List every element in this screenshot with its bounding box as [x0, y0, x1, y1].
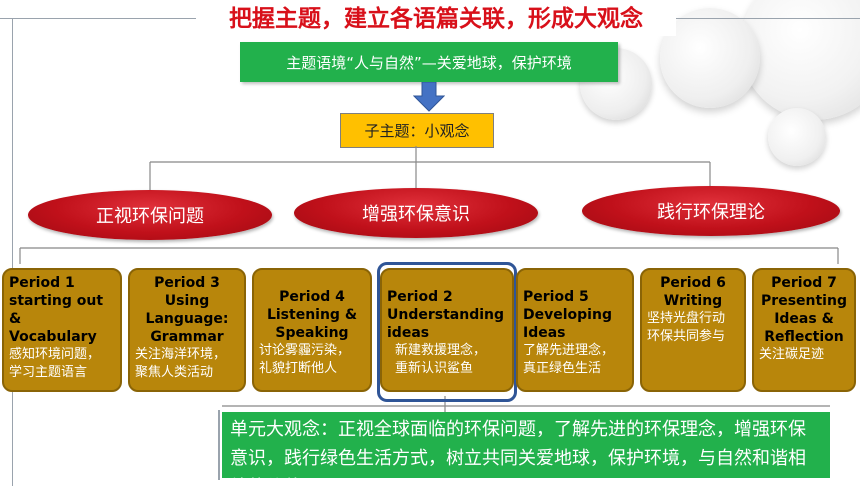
period-7-desc: 关注碳足迹 — [759, 347, 825, 362]
period-1-desc: 感知环境问题， 学习主题语言 — [9, 347, 101, 380]
period-5-desc: 了解先进理念， 真正绿色生活 — [523, 343, 615, 376]
period-4-box: Period 4 Listening & Speaking 讨论雾霾污染， 礼貌… — [252, 268, 372, 392]
period-7-title: Period 7 Presenting Ideas & Reflection — [761, 275, 847, 345]
branch-practice: 践行环保理论 — [582, 186, 840, 236]
decorative-disc — [768, 108, 826, 166]
theme-context-box: 主题语境“人与自然”—关爱地球，保护环境 — [240, 42, 618, 82]
period-2-desc: 新建救援理念， 重新认识鲨鱼 — [395, 343, 487, 376]
summary-bracket — [218, 410, 224, 480]
branch-raise-awareness: 增强环保意识 — [294, 188, 538, 238]
branch-face-issues: 正视环保问题 — [28, 190, 272, 240]
period-7-box: Period 7 Presenting Ideas & Reflection 关… — [752, 268, 856, 392]
period-4-desc: 讨论雾霾污染， 礼貌打断他人 — [259, 343, 351, 376]
period-6-title: Period 6 Writing — [660, 275, 726, 309]
period-3-box: Period 3 Using Language: Grammar 关注海洋环境，… — [128, 268, 246, 392]
period-3-desc: 关注海洋环境， 聚焦人类活动 — [135, 347, 227, 380]
period-2-box: Period 2 Understanding ideas 新建救援理念， 重新认… — [380, 268, 514, 392]
period-2-highlight-frame — [377, 262, 517, 402]
period-5-box: Period 5 Developing Ideas 了解先进理念， 真正绿色生活 — [516, 268, 634, 392]
down-arrow-icon — [413, 82, 445, 112]
connector-lines — [19, 146, 839, 412]
page-title: 把握主题，建立各语篇关联，形成大观念 — [196, 2, 676, 36]
subtheme-box: 子主题：小观念 — [340, 113, 494, 148]
period-6-box: Period 6 Writing 坚持光盘行动 环保共同参与 — [640, 268, 746, 392]
period-5-title: Period 5 Developing Ideas — [523, 289, 612, 341]
period-1-title: Period 1 starting out & Vocabulary — [9, 275, 104, 345]
period-6-desc: 坚持光盘行动 环保共同参与 — [647, 311, 726, 344]
period-2-title: Period 2 Understanding ideas — [387, 289, 505, 341]
period-4-title: Period 4 Listening & Speaking — [266, 289, 358, 341]
frame-left-line — [12, 18, 13, 486]
decorative-disc — [660, 8, 760, 108]
period-1-box: Period 1 starting out & Vocabulary 感知环境问… — [2, 268, 122, 392]
unit-big-idea-summary: 单元大观念：正视全球面临的环保问题，了解先进的环保理念，增强环保意识，践行绿色生… — [222, 412, 830, 498]
period-3-title: Period 3 Using Language: Grammar — [145, 275, 229, 345]
